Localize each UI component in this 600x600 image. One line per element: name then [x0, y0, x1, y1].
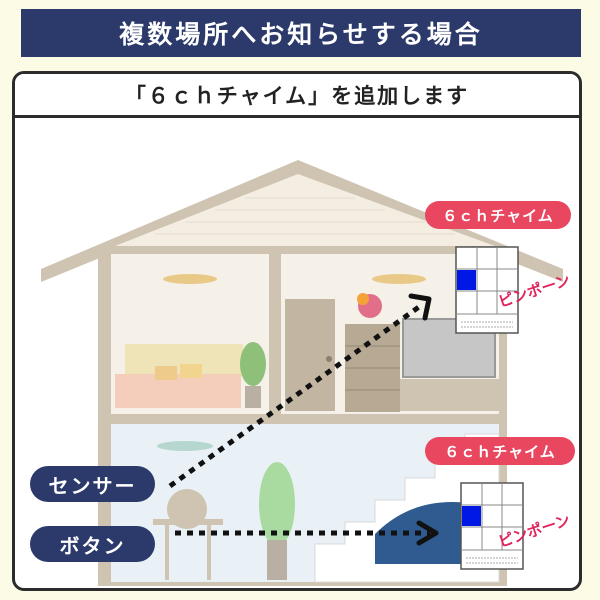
button-badge: ボタン: [30, 526, 155, 562]
plant-downstairs: [259, 462, 295, 546]
bed: [115, 374, 241, 408]
house-illustration: [41, 160, 563, 586]
bedroom-lamp: [163, 274, 217, 284]
subtitle: 「６ｃｈチャイム」を追加します: [124, 83, 470, 108]
tv-stand: [400, 379, 500, 411]
sensor-signal-arrow: [168, 301, 425, 489]
page-title: 複数場所へお知らせする場合: [119, 20, 483, 49]
chime-label-downstairs-text: ６ｃｈチャイム: [444, 442, 556, 461]
plant-upstairs: [240, 342, 266, 386]
sensor-badge: センサー: [30, 466, 155, 502]
chime-device-downstairs: [460, 482, 524, 570]
title-banner: 複数場所へお知らせする場合: [21, 9, 581, 57]
subtitle-bar: 「６ｃｈチャイム」を追加します: [15, 74, 579, 118]
illustration-frame: 「６ｃｈチャイム」を追加します ６ｃｈチャイム ６ｃｈチャイム ピンポーン ピン…: [12, 71, 582, 591]
chime-label-upstairs-text: ６ｃｈチャイム: [442, 206, 554, 225]
door: [285, 299, 335, 411]
chime-device-upstairs: [455, 246, 519, 334]
chime-label-upstairs: ６ｃｈチャイム: [425, 201, 571, 229]
chime-label-downstairs: ６ｃｈチャイム: [425, 437, 575, 465]
living-lamp: [372, 274, 426, 284]
kitchen-lamp: [157, 441, 213, 451]
sensor-label: センサー: [48, 473, 137, 498]
button-label: ボタン: [59, 533, 126, 558]
